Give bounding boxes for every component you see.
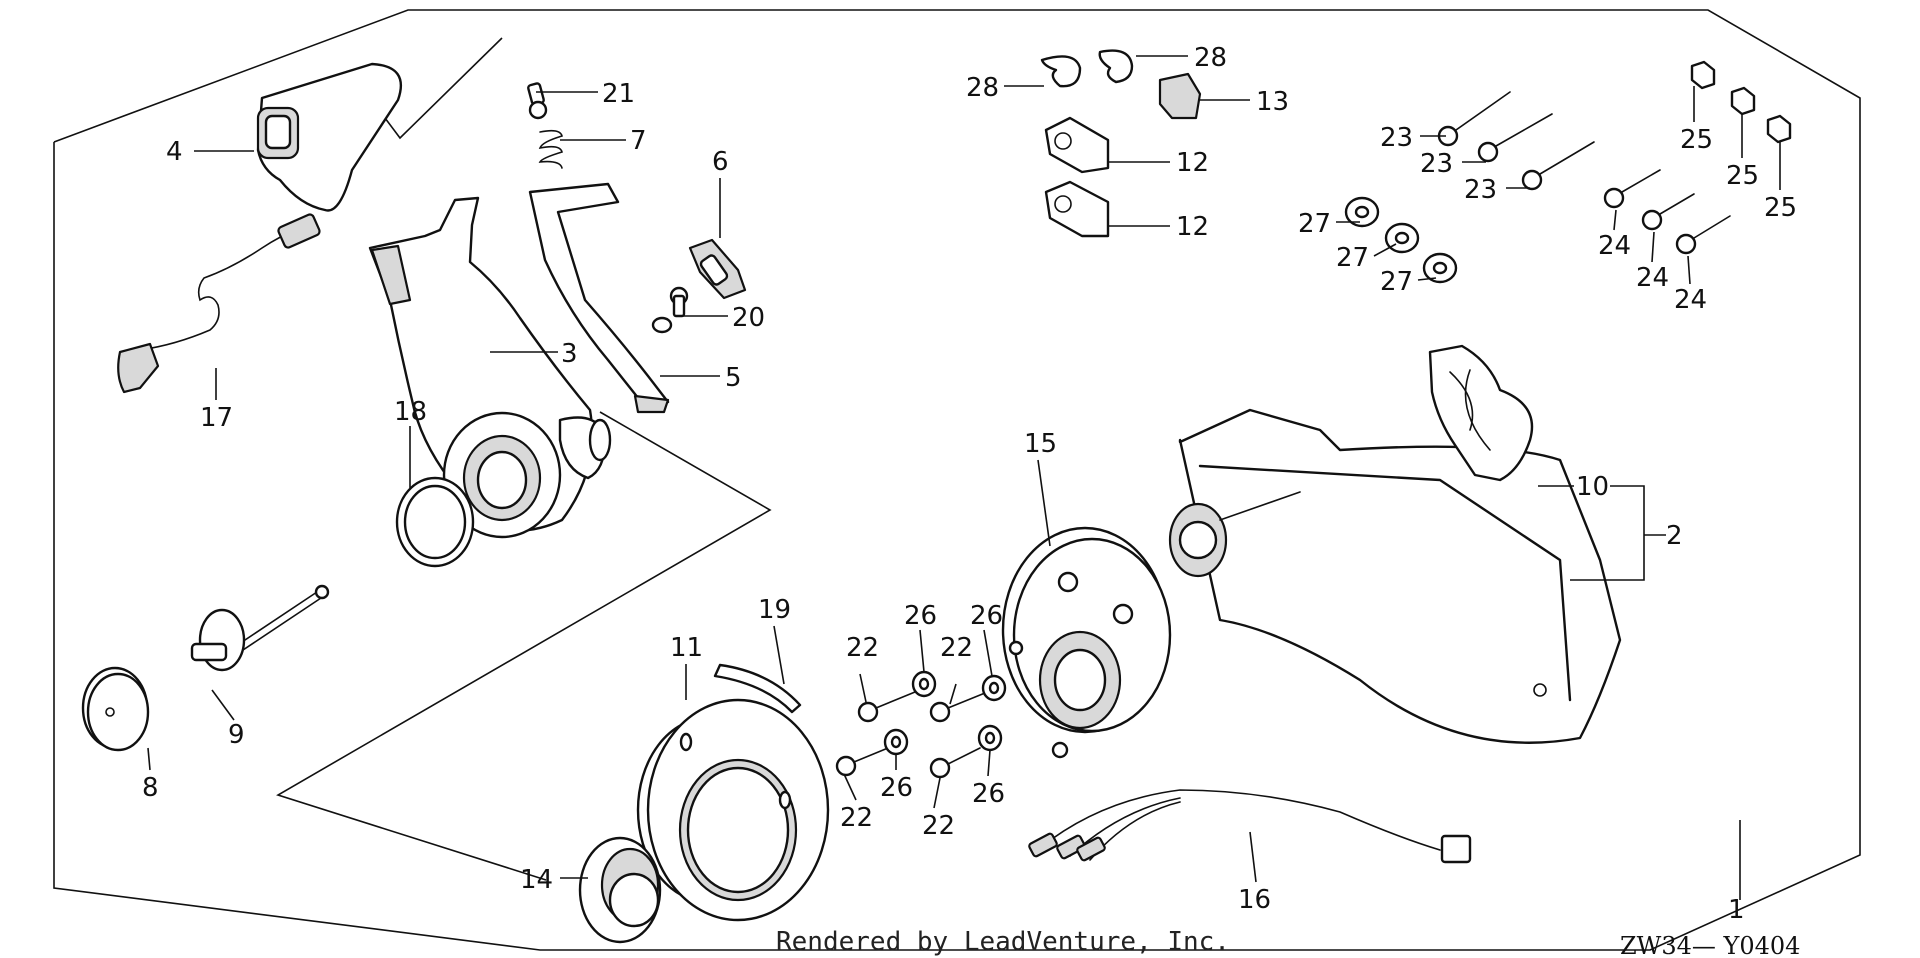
callout-25-a: 25 bbox=[1680, 125, 1713, 155]
callout-22-b: 22 bbox=[940, 633, 973, 663]
callout-26-b: 26 bbox=[970, 601, 1003, 631]
part-21-screw bbox=[527, 82, 548, 120]
callout-25-c: 25 bbox=[1764, 193, 1797, 223]
callout-12-lower: 12 bbox=[1176, 212, 1209, 242]
part-4-cover bbox=[256, 62, 403, 212]
callout-16: 16 bbox=[1238, 885, 1271, 915]
callout-9: 9 bbox=[228, 720, 245, 750]
callout-18: 18 bbox=[394, 397, 427, 427]
part-2-housing bbox=[1168, 408, 1622, 744]
callout-26-c: 26 bbox=[880, 773, 913, 803]
callout-23-b: 23 bbox=[1420, 149, 1453, 179]
callout-21: 21 bbox=[602, 79, 635, 109]
part-3-lever bbox=[368, 196, 612, 539]
part-26-washers bbox=[883, 670, 1007, 756]
part-12-links bbox=[1044, 116, 1110, 238]
callout-19: 19 bbox=[758, 595, 791, 625]
callout-27-b: 27 bbox=[1336, 243, 1369, 273]
callout-17: 17 bbox=[200, 403, 233, 433]
callout-24-b: 24 bbox=[1636, 263, 1669, 293]
callout-24-c: 24 bbox=[1674, 285, 1707, 315]
part-5-bracket bbox=[528, 182, 670, 414]
part-20-screw bbox=[651, 286, 689, 334]
callout-6: 6 bbox=[712, 147, 729, 177]
part-28-clips bbox=[1040, 49, 1134, 88]
part-24-screws bbox=[1603, 169, 1731, 255]
part-22-screws bbox=[835, 691, 986, 779]
callout-4: 4 bbox=[166, 137, 183, 167]
callout-10: 10 bbox=[1576, 472, 1609, 502]
callout-7: 7 bbox=[630, 126, 647, 156]
part-25-nuts bbox=[1690, 60, 1792, 144]
callout-5: 5 bbox=[725, 363, 742, 393]
part-8-cap bbox=[81, 666, 150, 752]
callout-22-a: 22 bbox=[846, 633, 879, 663]
subassembly-outline bbox=[276, 37, 772, 881]
callout-27-c: 27 bbox=[1380, 267, 1413, 297]
part-16-harness bbox=[1028, 789, 1472, 864]
part-14-pawl bbox=[578, 836, 662, 944]
callout-labels: 1 2 3 4 5 6 7 8 9 10 11 12 12 13 14 15 1… bbox=[142, 43, 1797, 925]
diagram-code: ZW34— Y0404 bbox=[1620, 932, 1800, 958]
part-9-shaft bbox=[190, 584, 330, 672]
part-11-housing bbox=[636, 698, 830, 922]
render-credit: Rendered by LeadVenture, Inc. bbox=[776, 927, 1230, 957]
leader-lines bbox=[147, 55, 1781, 900]
part-17-harness bbox=[117, 213, 321, 394]
callout-28-a: 28 bbox=[966, 73, 999, 103]
callout-25-b: 25 bbox=[1726, 161, 1759, 191]
part-19-strip bbox=[713, 663, 802, 714]
assembly-outline bbox=[53, 9, 1861, 951]
callout-22-d: 22 bbox=[922, 811, 955, 841]
part-15-plate bbox=[1001, 526, 1172, 759]
callout-3: 3 bbox=[561, 339, 578, 369]
callout-1: 1 bbox=[1728, 895, 1745, 925]
callout-24-a: 24 bbox=[1598, 231, 1631, 261]
part-6-pad bbox=[688, 238, 747, 300]
callout-12-upper: 12 bbox=[1176, 148, 1209, 178]
part-18-ring bbox=[395, 476, 475, 568]
part-10-gasket bbox=[1428, 344, 1534, 482]
callout-2: 2 bbox=[1666, 521, 1683, 551]
callout-8: 8 bbox=[142, 773, 159, 803]
callout-20: 20 bbox=[732, 303, 765, 333]
callout-15: 15 bbox=[1024, 429, 1057, 459]
callout-26-a: 26 bbox=[904, 601, 937, 631]
callout-27-a: 27 bbox=[1298, 209, 1331, 239]
part-13-block bbox=[1158, 72, 1202, 120]
part-23-screws bbox=[1437, 91, 1595, 191]
part-7-spring bbox=[538, 129, 563, 169]
callout-11: 11 bbox=[670, 633, 703, 663]
callout-14: 14 bbox=[520, 865, 553, 895]
callout-22-c: 22 bbox=[840, 803, 873, 833]
callout-26-d: 26 bbox=[972, 779, 1005, 809]
callout-23-c: 23 bbox=[1464, 175, 1497, 205]
callout-23-a: 23 bbox=[1380, 123, 1413, 153]
callout-13: 13 bbox=[1256, 87, 1289, 117]
callout-28-b: 28 bbox=[1194, 43, 1227, 73]
